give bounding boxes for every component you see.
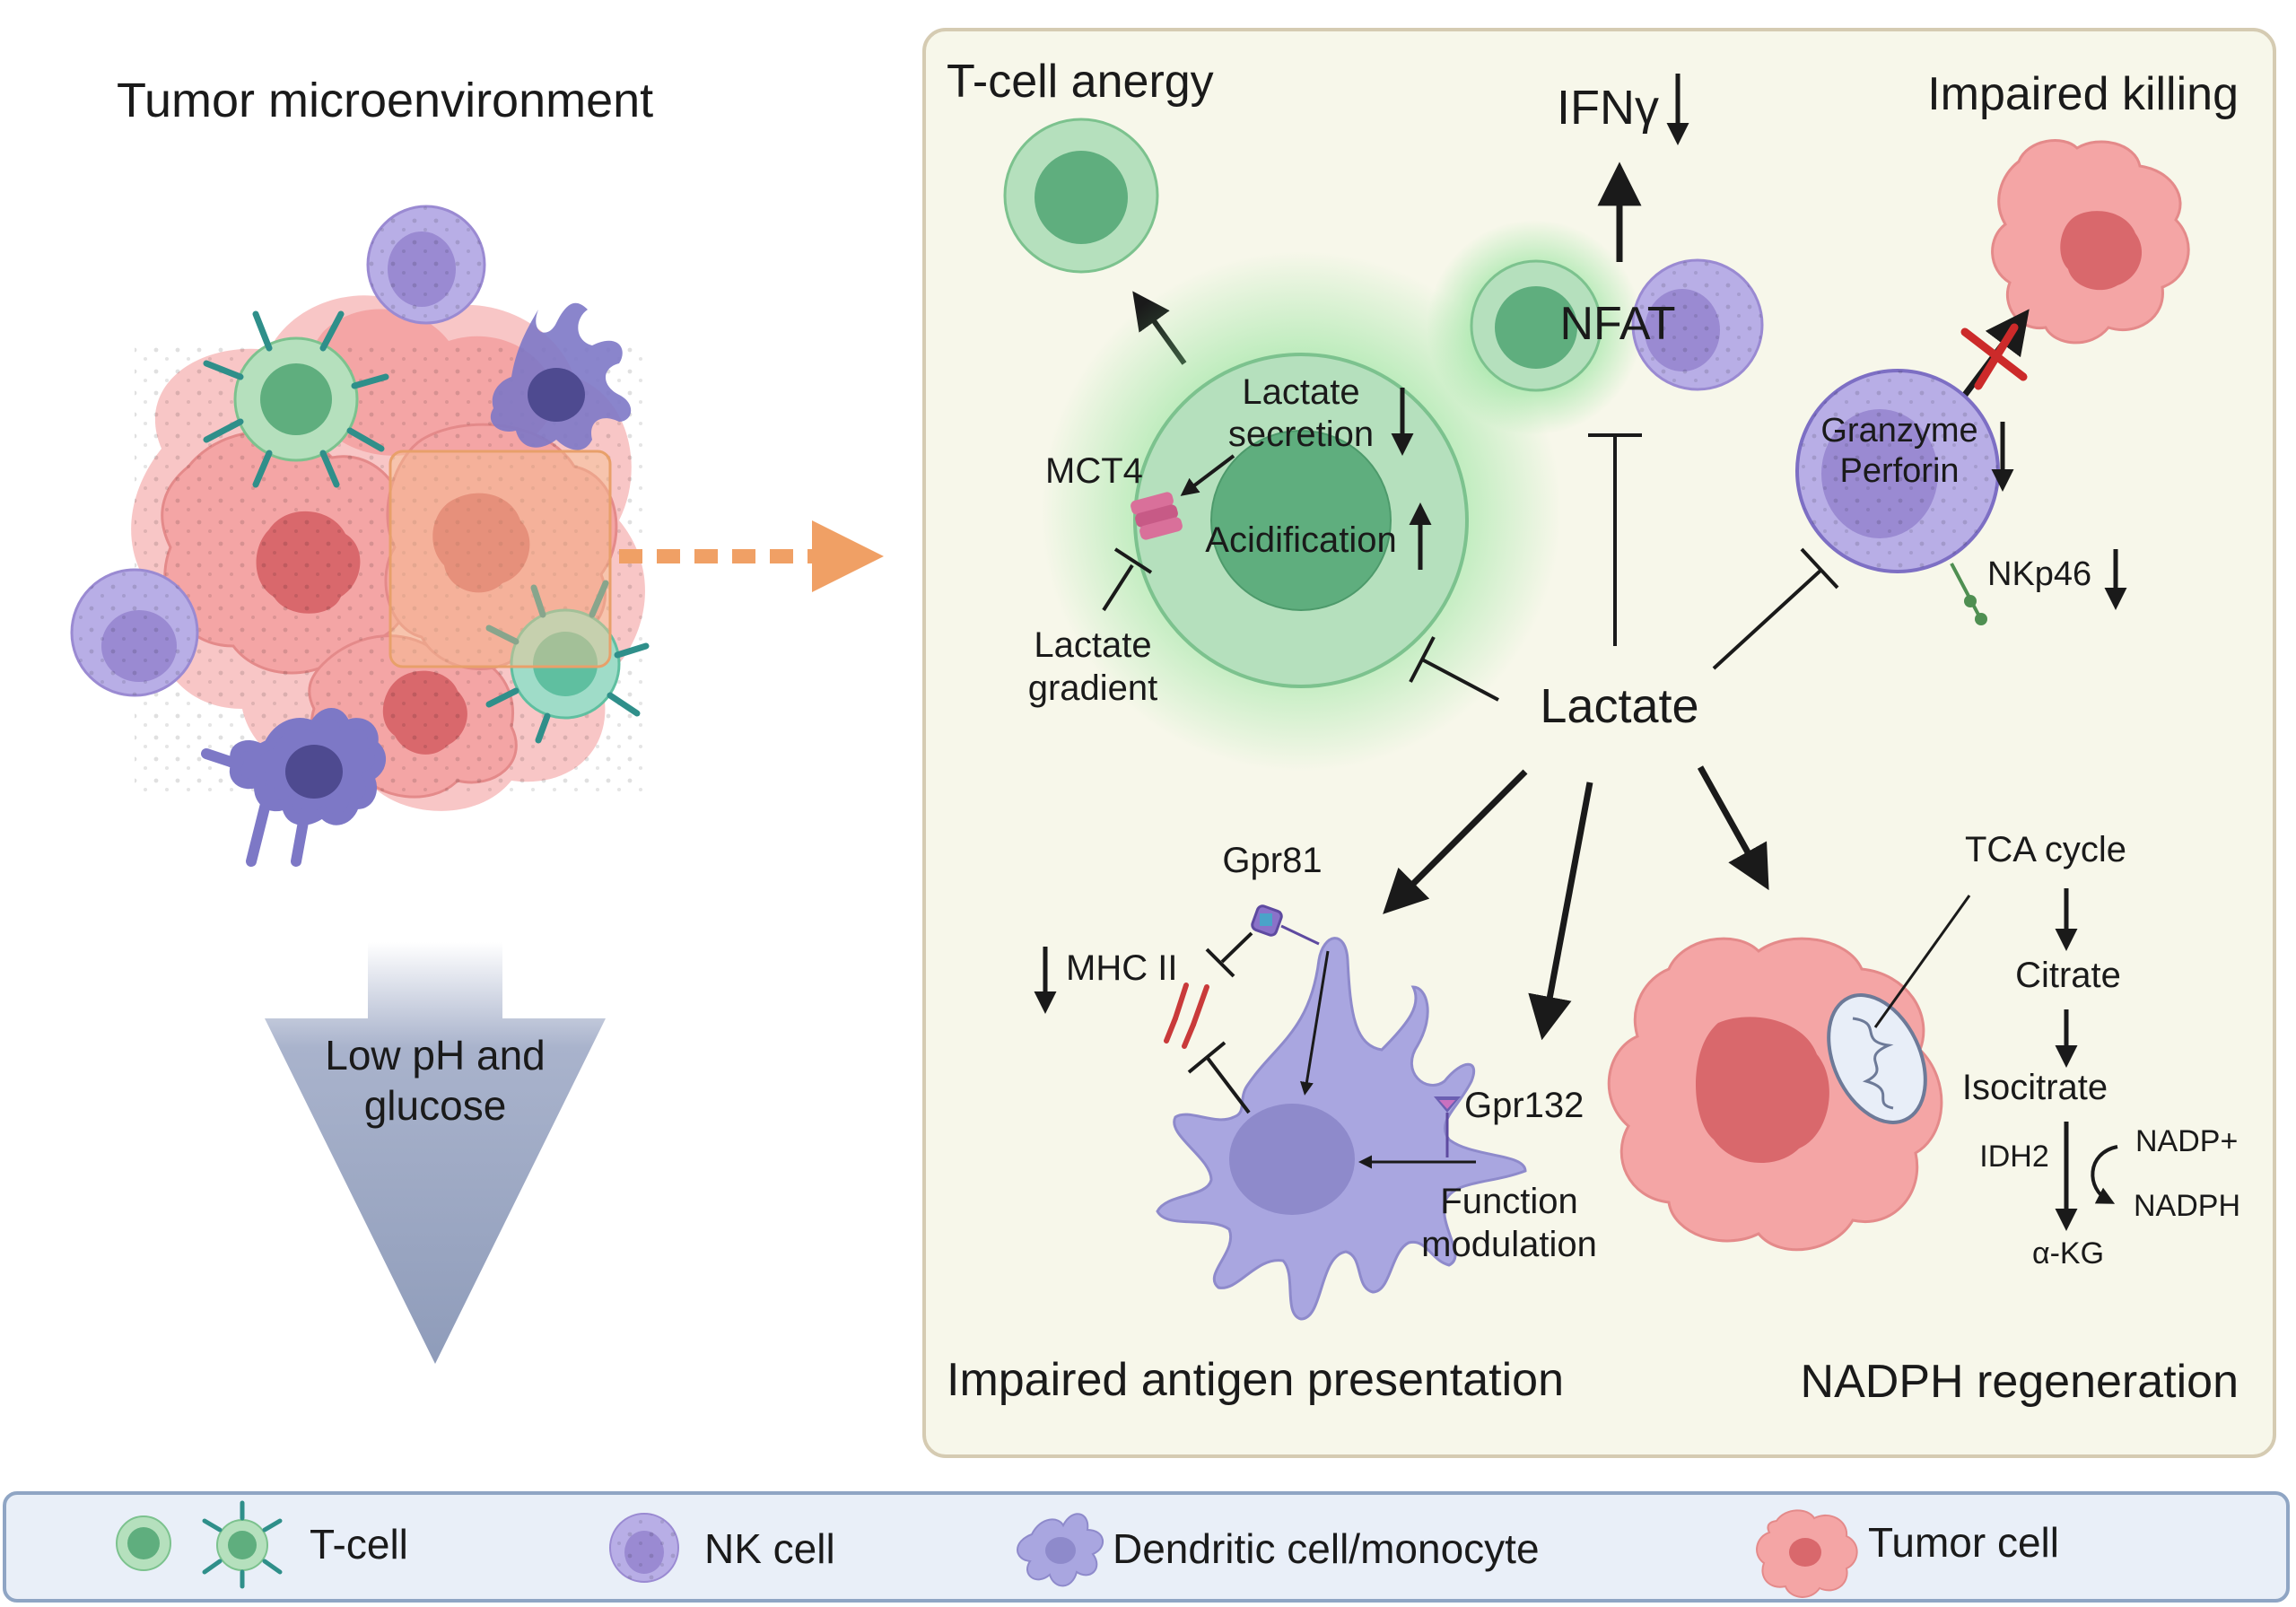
lactate-label: Lactate (1540, 679, 1698, 733)
legend: T-cell NK cell Dendritic cell/monocyte T… (3, 1491, 2290, 1603)
arrow-to-dc (1383, 769, 1528, 914)
granzyme-label: Granzyme (1820, 412, 1977, 450)
gpr81-receptor (1251, 904, 1320, 946)
citrate-label: Citrate (2015, 956, 2121, 995)
killer-nk-cell (1795, 369, 2000, 573)
isocitrate-label: Isocitrate (1962, 1068, 2108, 1107)
antigen-dc (1156, 937, 1527, 1321)
tcell-anergy-title: T-cell anergy (947, 56, 1214, 108)
mct4-transporter (1131, 492, 1183, 540)
target-tumor-cell (1991, 139, 2190, 345)
tca-label: TCA cycle (1965, 830, 2126, 869)
mito-pointer (1873, 895, 1971, 1028)
gpr132-receptor (1434, 1096, 1461, 1157)
arrow-to-gpr132 (1528, 782, 1593, 1041)
gpr81-mhc-inhibition (1205, 931, 1253, 978)
antigen-title: Impaired antigen presentation (947, 1354, 1564, 1406)
t-cell (203, 310, 389, 488)
mitochondrion (1827, 993, 1927, 1124)
nadph-title: NADPH regeneration (1801, 1356, 2239, 1408)
akg-label: α-KG (2032, 1236, 2104, 1271)
mhc-molecule (1164, 983, 1209, 1049)
mhc-inhibition (1187, 1041, 1251, 1114)
nadp-curve-arrow (2091, 1145, 2118, 1204)
legend-tumor-label: Tumor cell (1868, 1519, 2059, 1566)
arrow-to-tumor (1697, 765, 1769, 891)
zoom-arrowhead (812, 520, 884, 592)
dendritic-cell (201, 708, 386, 867)
ifng-label: IFNγ (1557, 81, 1659, 135)
nadp-plus-label: NADP+ (2135, 1124, 2238, 1158)
central-t-cell (1133, 353, 1469, 688)
nkp46-label: NKp46 (1987, 555, 2091, 593)
legend-dc-icon (1017, 1513, 1104, 1587)
nfat-nk-cell (1631, 258, 1764, 391)
low-ph-label-line1: Low pH and (325, 1032, 546, 1079)
acidification-label: Acidification (1205, 520, 1396, 560)
function-label-line2: modulation (1421, 1225, 1597, 1264)
t-cell (485, 580, 650, 744)
nfat-t-cell (1470, 259, 1602, 392)
impaired-killing-title: Impaired killing (1927, 68, 2239, 120)
nk-cell (70, 568, 199, 697)
legend-tumor-icon (1756, 1509, 1858, 1598)
gpr81-signal-arrow (1300, 950, 1330, 1096)
nadph-label: NADPH (2134, 1189, 2240, 1223)
legend-nk-icon (609, 1513, 679, 1583)
perforin-label: Perforin (1839, 452, 1959, 490)
legend-nk-label: NK cell (704, 1525, 835, 1572)
legend-frame (3, 1491, 2290, 1603)
nfat-label: NFAT (1559, 298, 1675, 350)
legend-tcell-label: T-cell (310, 1521, 408, 1568)
nfat-inhibition (1588, 433, 1642, 646)
mhc-label: MHC II (1066, 948, 1177, 988)
idh2-label: IDH2 (1979, 1140, 2048, 1174)
gpr81-label: Gpr81 (1222, 841, 1322, 880)
mct4-label: MCT4 (1045, 451, 1143, 491)
tcell-inhibition (1409, 636, 1499, 702)
right-panel: T-cell anergy Lactate secretion Acidific… (922, 28, 2276, 1458)
left-panel-title: Tumor microenvironment (117, 74, 653, 127)
lactate-secretion-line1: Lactate (1242, 372, 1359, 412)
left-panel: Tumor microenvironment (70, 74, 884, 1364)
low-ph-label-line2: glucose (364, 1082, 507, 1129)
legend-tcell-icon (116, 1515, 171, 1571)
dendritic-cell (490, 302, 632, 450)
nk-inhibition (1712, 547, 1839, 670)
legend-dc-label: Dendritic cell/monocyte (1113, 1525, 1540, 1572)
gpr132-label: Gpr132 (1464, 1086, 1584, 1125)
lactate-gradient-line2: gradient (1028, 668, 1158, 708)
zoom-region (388, 450, 612, 668)
gradient-inhibition (1102, 547, 1153, 612)
lactate-gradient-line1: Lactate (1034, 625, 1151, 665)
anergic-t-cell (1003, 118, 1159, 274)
lactate-secretion-line2: secretion (1228, 415, 1374, 454)
blocked-x (1960, 323, 2028, 390)
low-ph-arrow: Low pH and glucose (265, 942, 606, 1364)
function-label-line1: Function (1440, 1182, 1577, 1221)
mct4-arrow (1180, 454, 1235, 496)
nk-cell (366, 205, 486, 325)
legend-tcell-receptor-icon (202, 1500, 283, 1589)
nkp46-receptor (1950, 563, 1987, 625)
